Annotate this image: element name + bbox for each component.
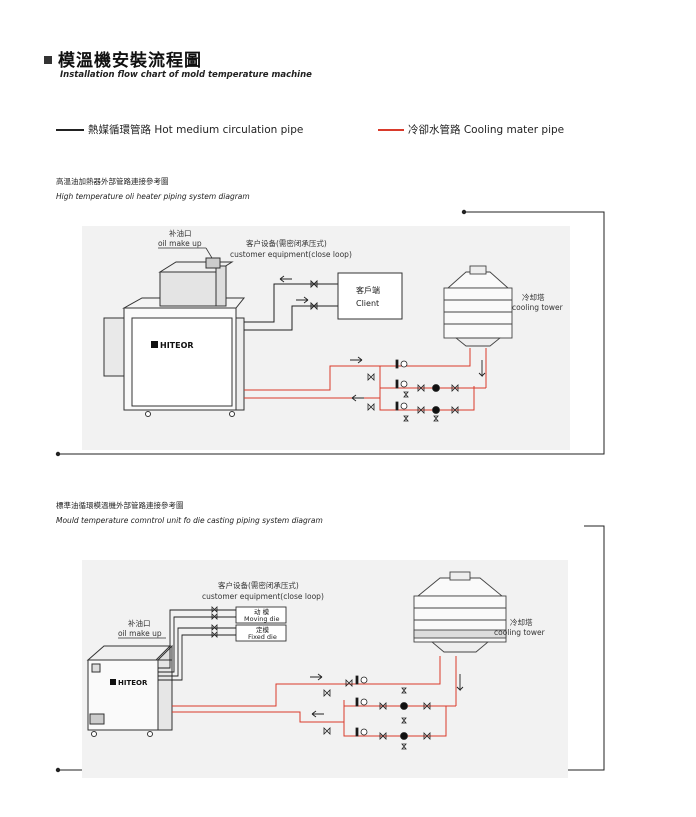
legend-hot-line bbox=[56, 129, 84, 131]
diagram1-bracket-dot-bottom bbox=[55, 451, 61, 457]
diagram1-title-zh: 高溫油加熱器外部管路連接參考圖 bbox=[56, 177, 169, 186]
diagram1-arrow-cool-in bbox=[350, 356, 363, 364]
diagram1-tower-en: cooling tower bbox=[512, 303, 564, 312]
diagram2-title-en: Mould temperature comntrol unit fo die c… bbox=[56, 516, 323, 525]
diagram2-moving-en: Moving die bbox=[244, 615, 279, 623]
diagram2-machine bbox=[86, 644, 173, 737]
diagram1-client-box bbox=[337, 272, 403, 320]
diagram1-title-en: High temperature oli heater piping syste… bbox=[56, 192, 250, 201]
diagram1-pump-group bbox=[395, 359, 440, 414]
diagram2-tower-zh: 冷却塔 bbox=[510, 617, 533, 627]
page-subtitle: Installation flow chart of mold temperat… bbox=[60, 70, 312, 80]
diagram2-oil-label-en: oil make up bbox=[118, 629, 162, 638]
diagram1-valves-cooling bbox=[367, 373, 459, 414]
page-title: 模溫機安裝流程圖 bbox=[58, 51, 202, 71]
diagram1-valve-stack bbox=[403, 391, 439, 422]
diagram1-brand-logo: HITEOR bbox=[151, 341, 194, 350]
diagram2-tower-en: cooling tower bbox=[494, 628, 546, 637]
diagram2-arrow-down bbox=[456, 674, 464, 692]
diagram1-hot-pipes bbox=[244, 283, 338, 331]
diagram1-oil-label-en: oil make up bbox=[158, 239, 202, 248]
legend-cooling-label: 冷卻水管路 Cooling mater pipe bbox=[408, 124, 565, 136]
diagram1-arrow-in bbox=[279, 275, 292, 283]
diagram1-arrow-cool-out bbox=[351, 394, 364, 402]
legend-hot-label: 熱媒循環管路 Hot medium circulation pipe bbox=[88, 124, 304, 136]
diagram2-moving-die-box bbox=[235, 606, 287, 624]
svg-text:HITEOR: HITEOR bbox=[160, 341, 194, 350]
diagram2-fixed-zh: 定模 bbox=[256, 625, 270, 634]
diagram2-valve-stack bbox=[401, 687, 407, 750]
diagram2-valves-cooling bbox=[323, 679, 431, 740]
diagram2-brand-logo: HITEOR bbox=[110, 679, 148, 687]
diagram2-customer-en: customer equipment(close loop) bbox=[202, 592, 324, 601]
diagram2-arrow-cool-out bbox=[311, 710, 324, 718]
diagram2-moving-zh: 动 模 bbox=[254, 607, 270, 616]
diagram1-tower-zh: 冷却塔 bbox=[522, 292, 545, 302]
diagram2-fixed-en: Fixed die bbox=[248, 633, 277, 641]
diagram1-bracket-dot-top bbox=[461, 209, 467, 215]
diagram1-bracket bbox=[58, 211, 605, 455]
diagram2-pump-group bbox=[355, 675, 408, 740]
diagram2-bracket-dot-bottom bbox=[55, 767, 61, 773]
diagram2-customer-zh: 客户设备(需密闭承压式) bbox=[218, 580, 299, 590]
diagram1-arrow-out bbox=[296, 296, 309, 304]
diagram1-client-en: Client bbox=[356, 299, 379, 308]
diagram2-title-zh: 標準油循環模溫機外部管路連接參考圖 bbox=[56, 501, 184, 510]
diagram2-cooling-pipes bbox=[172, 656, 457, 737]
diagram1-customer-en: customer equipment(close loop) bbox=[230, 250, 352, 259]
diagram2-oil-label-zh: 补油口 bbox=[128, 618, 151, 628]
diagram2-fixed-die-box bbox=[235, 624, 287, 642]
legend-cooling-line bbox=[378, 129, 404, 131]
title-bullet bbox=[44, 56, 52, 64]
diagram2-valves-die bbox=[211, 606, 218, 638]
diagram1-cooling-tower bbox=[443, 265, 513, 347]
diagram2-cooling-tower bbox=[413, 571, 507, 653]
diagram1-oil-label-zh: 补油口 bbox=[169, 228, 192, 238]
diagram2-arrow-cool-in bbox=[310, 673, 323, 681]
diagram1-customer-zh: 客户设备(需密闭承压式) bbox=[246, 238, 327, 248]
diagram1-arrow-down bbox=[478, 360, 486, 378]
diagram2-hot-pipes bbox=[158, 609, 236, 681]
diagram1-machine bbox=[103, 257, 246, 417]
svg-text:HITEOR: HITEOR bbox=[118, 679, 148, 687]
diagram1-valves-client bbox=[310, 279, 318, 311]
diagram1-client-zh: 客戶端 bbox=[356, 285, 380, 295]
